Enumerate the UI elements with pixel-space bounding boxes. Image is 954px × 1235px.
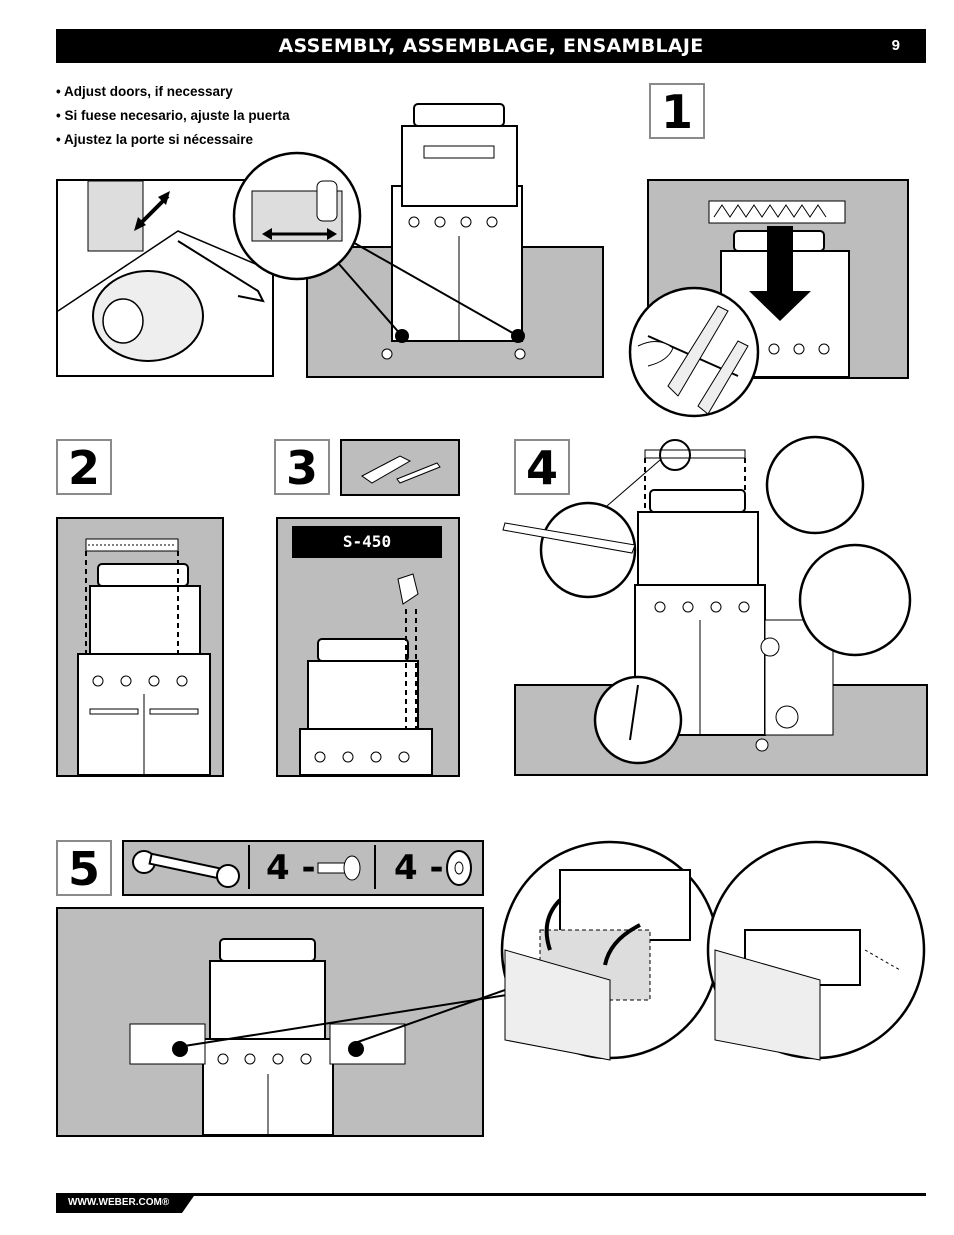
screw-quantity: 4 - — [266, 848, 316, 888]
header-bar: ASSEMBLY, ASSEMBLAGE, ENSAMBLAJE 9 — [56, 29, 926, 63]
instruction-french: • Ajustez la porte si nécessaire — [56, 132, 254, 147]
instruction-english: • Adjust doors, if necessary — [56, 84, 233, 99]
step-2-number: 2 — [56, 439, 112, 495]
washer-quantity: 4 - — [394, 848, 444, 888]
step-3-parts-box — [340, 439, 460, 496]
footer-rule — [56, 1193, 926, 1196]
door-adjust-instructions: • Adjust doors, if necessary • Si fuese … — [56, 80, 290, 152]
step-5-side-table-detail — [177, 840, 926, 1061]
model-label: S-450 — [292, 526, 442, 558]
step-3-number: 3 — [274, 439, 330, 495]
screw-icon — [317, 855, 361, 881]
step-4-illustration — [502, 435, 912, 765]
step-1-heat-deflector-detail — [628, 286, 760, 418]
page-number: 9 — [891, 37, 900, 54]
step-3-panel — [276, 517, 460, 777]
page-title: ASSEMBLY, ASSEMBLAGE, ENSAMBLAJE — [278, 35, 704, 57]
parts-divider — [374, 845, 376, 889]
step-1-number: 1 — [649, 83, 705, 139]
parts-divider — [248, 845, 250, 889]
door-caster-detail — [56, 179, 274, 377]
step-5-number: 5 — [56, 840, 112, 896]
footer-url[interactable]: WWW.WEBER.COM® — [56, 1193, 196, 1213]
instruction-spanish: • Si fuese necesario, ajuste la puerta — [56, 108, 290, 123]
step-2-panel — [56, 517, 224, 777]
washer-icon — [446, 850, 472, 886]
step-5-parts-box: 4 - 4 - — [122, 840, 484, 896]
wrench-icon — [132, 850, 240, 888]
step-4-number: 4 — [514, 439, 570, 495]
grill-door-adjust-illustration — [232, 103, 526, 360]
